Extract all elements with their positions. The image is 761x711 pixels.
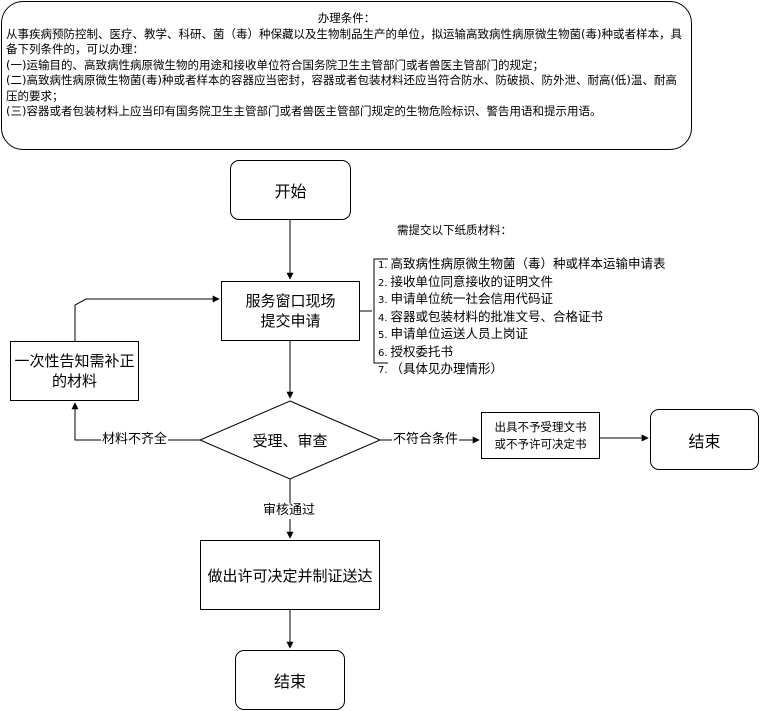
materials-bracket — [373, 258, 388, 364]
materials-item: 5.申请单位运送人员上岗证 — [378, 326, 529, 341]
reject-label-line1: 出具不予受理文书 — [494, 419, 587, 434]
service-label-line2: 提交申请 — [260, 312, 321, 330]
arrow-supplement-to-service — [74, 295, 220, 341]
conditions-item-1: (一)运输目的、高致病性病原微生物的用途和接收单位符合国务院卫生主管部门或者兽医… — [6, 57, 544, 72]
conditions-item-2: (二)高致病性病原微生物菌(毒)种或者样本的容器应当密封，容器或者包装材料还应当… — [6, 73, 677, 103]
materials-title: 需提交以下纸质材料： — [397, 223, 512, 237]
materials-item: 3.申请单位统一社会信用代码证 — [378, 291, 554, 306]
start-label: 开始 — [274, 182, 307, 201]
conditions-intro: 从事疾病预防控制、医疗、教学、科研、菌（毒）种保藏以及生物制品生产的单位，拟运输… — [6, 26, 682, 57]
review-label: 受理、审查 — [252, 431, 328, 450]
edge-label-incomplete: 材料不齐全 — [101, 432, 169, 448]
conditions-box: 办理条件： 从事疾病预防控制、医疗、教学、科研、菌（毒）种保藏以及生物制品生产的… — [1, 1, 692, 150]
conditions-title: 办理条件： — [317, 11, 376, 25]
materials-list: 1.高致病性病原微生物菌（毒）种或样本运输申请表 2.接收单位同意接收的证明文件… — [378, 256, 666, 379]
edge-label-nonconform: 不符合条件 — [392, 432, 460, 448]
service-window-node: 服务窗口现场 提交申请 — [221, 281, 360, 341]
edge-label-approved: 审核通过 — [262, 503, 317, 519]
supplement-label-line1: 一次性告知需补正 — [14, 352, 135, 370]
materials-item: 6.授权委托书 — [378, 343, 454, 359]
reject-label-line2: 或不予许可决定书 — [494, 436, 587, 451]
materials-item: 1.高致病性病原微生物菌（毒）种或样本运输申请表 — [378, 256, 666, 271]
service-label-line1: 服务窗口现场 — [245, 292, 336, 310]
conditions-item-3: (三)容器或者包装材料上应当印有国务院卫生主管部门或者兽医主管部门规定的生物危险… — [6, 104, 602, 118]
decide-label: 做出许可决定并制证送达 — [207, 566, 373, 585]
end-bottom-label: 结束 — [273, 672, 306, 691]
materials-item: 2.接收单位同意接收的证明文件 — [378, 273, 554, 289]
reject-node: 出具不予受理文书 或不予许可决定书 — [481, 412, 600, 459]
materials-item: 7.（具体见办理情形） — [378, 361, 504, 376]
supplement-label-line2: 的材料 — [51, 372, 97, 390]
supplement-node: 一次性告知需补正 的材料 — [10, 341, 139, 401]
end-right-label: 结束 — [688, 431, 721, 451]
start-node: 开始 — [230, 160, 351, 220]
materials-item: 4.容器或包装材料的批准文号、合格证书 — [378, 308, 604, 324]
end-node-right: 结束 — [650, 409, 759, 470]
end-node-bottom: 结束 — [235, 650, 345, 710]
decision-node: 做出许可决定并制证送达 — [200, 540, 380, 610]
